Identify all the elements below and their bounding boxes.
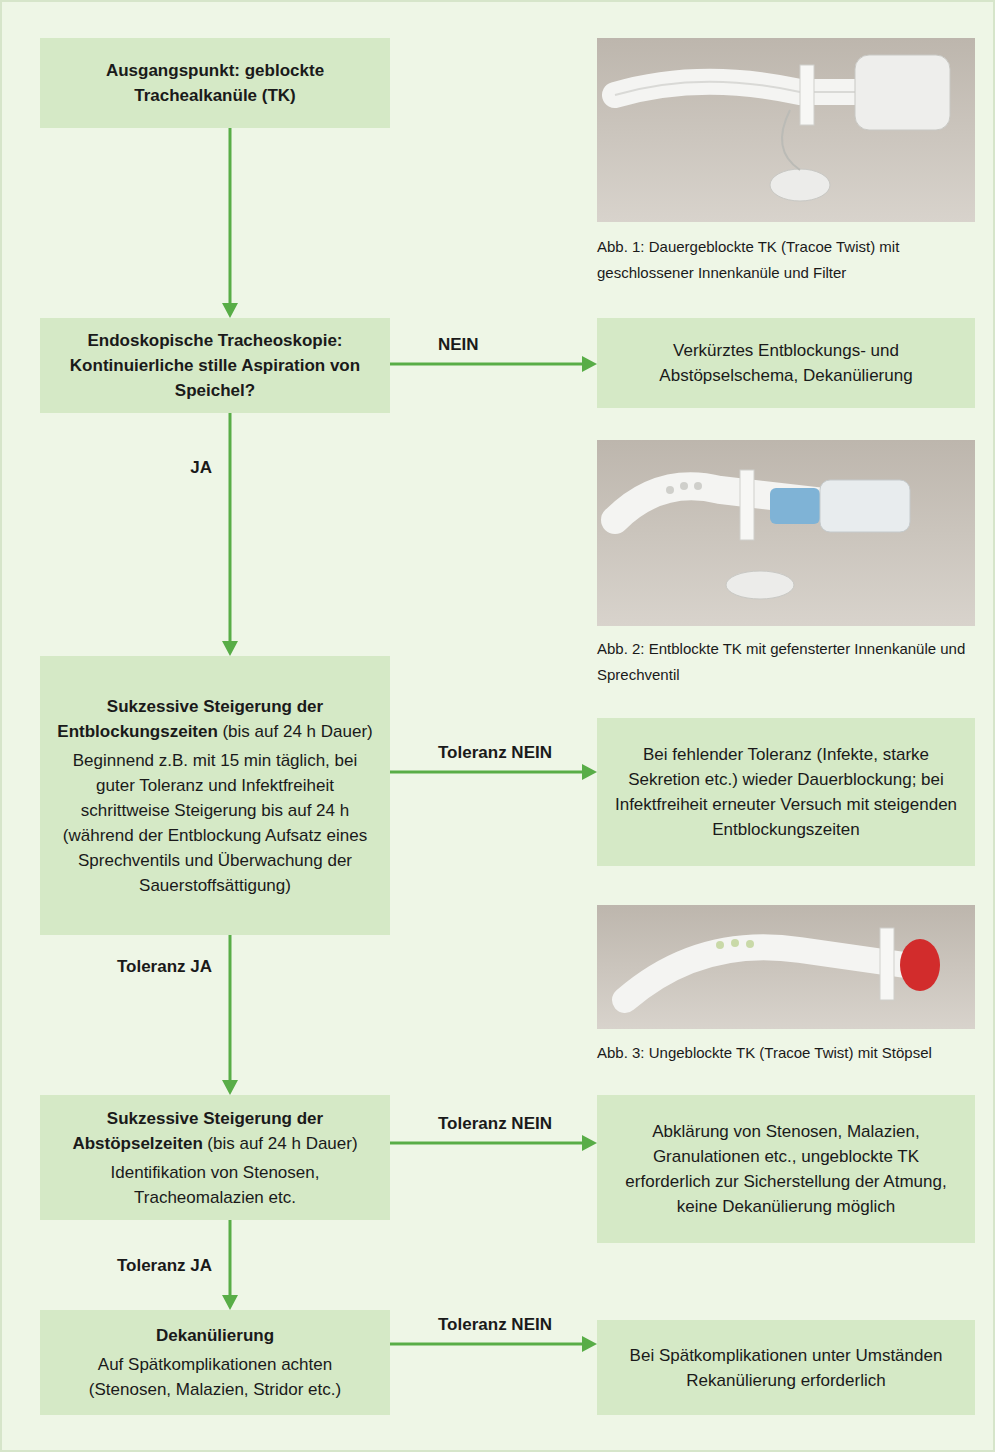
- fenestration: [731, 939, 739, 947]
- cannula-flange: [800, 65, 814, 125]
- figure-caption: Abb. 1: Dauergeblockte TK (Tracoe Twist)…: [597, 234, 975, 286]
- cannula-tube: [625, 947, 905, 1000]
- box-text: (bis auf 24 h Dauer): [207, 1134, 357, 1153]
- speaking-valve: [820, 480, 910, 532]
- pilot-line: [782, 110, 800, 170]
- photo-cannula-plugged: [597, 905, 975, 1029]
- outcome-box: Bei Spätkomplikationen unter Umständen R…: [597, 1320, 975, 1415]
- flow-arrow: [229, 128, 232, 305]
- edge-label: NEIN: [436, 334, 481, 356]
- box-heading: Dekanülierung: [156, 1326, 274, 1345]
- arrow-head: [222, 641, 238, 656]
- edge-label: Toleranz JA: [115, 1255, 214, 1277]
- arrow-head: [582, 356, 597, 372]
- pilot-balloon: [726, 571, 794, 599]
- edge-label: JA: [188, 457, 214, 479]
- box-text: Beginnend z.B. mit 15 min täglich, bei g…: [63, 751, 367, 895]
- end-box: DekanülierungAuf Spätkomplikationen acht…: [40, 1310, 390, 1415]
- text-paragraph: Sukzessive Steigerung der Entblockungsze…: [56, 694, 374, 744]
- photo-ground: [597, 440, 975, 626]
- fenestration: [680, 482, 688, 490]
- box-text: Abklärung von Stenosen, Malazien, Granul…: [625, 1122, 946, 1216]
- outcome-box: Abklärung von Stenosen, Malazien, Granul…: [597, 1095, 975, 1243]
- flow-arrow: [229, 935, 232, 1082]
- flow-arrow: [390, 1142, 584, 1145]
- outcome-box: Verkürztes Entblockungs- und Abstöpselsc…: [597, 318, 975, 408]
- text-paragraph: Auf Spätkomplikationen achten (Stenosen,…: [56, 1352, 374, 1402]
- figure-caption: Abb. 2: Entblockte TK mit gefensterter I…: [597, 636, 975, 688]
- cannula-outline: [615, 82, 880, 95]
- text-paragraph: Verkürztes Entblockungs- und Abstöpselsc…: [613, 338, 959, 388]
- text-paragraph: Beginnend z.B. mit 15 min täglich, bei g…: [56, 748, 374, 898]
- cannula-filter: [855, 55, 950, 130]
- figure-caption: Abb. 3: Ungeblockte TK (Tracoe Twist) mi…: [597, 1040, 975, 1066]
- fenestration: [746, 940, 754, 948]
- box-heading: Ausgangspunkt: geblockte Trachealkanüle …: [106, 61, 324, 105]
- box-text: Auf Spätkomplikationen achten (Stenosen,…: [89, 1355, 341, 1399]
- cannula-flange: [880, 928, 894, 1000]
- edge-label: Toleranz JA: [115, 956, 214, 978]
- cannula-tube: [615, 82, 880, 95]
- outcome-box: Bei fehlender Toleranz (Infekte, starke …: [597, 718, 975, 866]
- process-box: Sukzessive Steigerung der Abstöpselzeite…: [40, 1095, 390, 1220]
- edge-label: Toleranz NEIN: [436, 742, 554, 764]
- arrow-head: [582, 1135, 597, 1151]
- box-text: (bis auf 24 h Dauer): [222, 722, 372, 741]
- arrow-head: [222, 303, 238, 318]
- cannula-flange: [740, 470, 754, 540]
- box-text: Verkürztes Entblockungs- und Abstöpselsc…: [659, 341, 912, 385]
- fenestration: [716, 941, 724, 949]
- text-paragraph: Abklärung von Stenosen, Malazien, Granul…: [613, 1119, 959, 1219]
- flow-arrow: [390, 363, 584, 366]
- photo-cannula-unblocked: [597, 440, 975, 626]
- process-box: Sukzessive Steigerung der Entblockungsze…: [40, 656, 390, 935]
- box-text: Bei fehlender Toleranz (Infekte, starke …: [615, 745, 957, 839]
- text-paragraph: Endoskopische Tracheoskopie: Kontinuierl…: [56, 328, 374, 403]
- flow-arrow: [229, 1220, 232, 1297]
- edge-label: Toleranz NEIN: [436, 1314, 554, 1336]
- arrow-head: [582, 764, 597, 780]
- box-text: Identifikation von Stenosen, Tracheomala…: [111, 1163, 320, 1207]
- text-paragraph: Dekanülierung: [156, 1323, 274, 1348]
- decision-box: Endoskopische Tracheoskopie: Kontinuierl…: [40, 318, 390, 413]
- pilot-balloon: [770, 169, 830, 201]
- box-heading: Endoskopische Tracheoskopie: Kontinuierl…: [70, 331, 360, 400]
- flow-arrow: [390, 1343, 584, 1346]
- photo-ground: [597, 905, 975, 1029]
- fenestration: [666, 486, 674, 494]
- plug: [900, 939, 940, 991]
- edge-label: Toleranz NEIN: [436, 1113, 554, 1135]
- inner-cannula: [770, 488, 820, 524]
- text-paragraph: Bei Spätkomplikationen unter Umständen R…: [613, 1343, 959, 1393]
- arrow-head: [222, 1295, 238, 1310]
- flow-arrow: [390, 771, 584, 774]
- flow-arrow: [229, 413, 232, 643]
- arrow-head: [582, 1336, 597, 1352]
- text-paragraph: Sukzessive Steigerung der Abstöpselzeite…: [56, 1106, 374, 1156]
- text-paragraph: Identifikation von Stenosen, Tracheomala…: [56, 1160, 374, 1210]
- fenestration: [694, 482, 702, 490]
- photo-cannula-blocked: [597, 38, 975, 222]
- start-box: Ausgangspunkt: geblockte Trachealkanüle …: [40, 38, 390, 128]
- box-text: Bei Spätkomplikationen unter Umständen R…: [630, 1346, 943, 1390]
- photo-ground: [597, 38, 975, 222]
- arrow-head: [222, 1080, 238, 1095]
- text-paragraph: Ausgangspunkt: geblockte Trachealkanüle …: [56, 58, 374, 108]
- text-paragraph: Bei fehlender Toleranz (Infekte, starke …: [613, 742, 959, 842]
